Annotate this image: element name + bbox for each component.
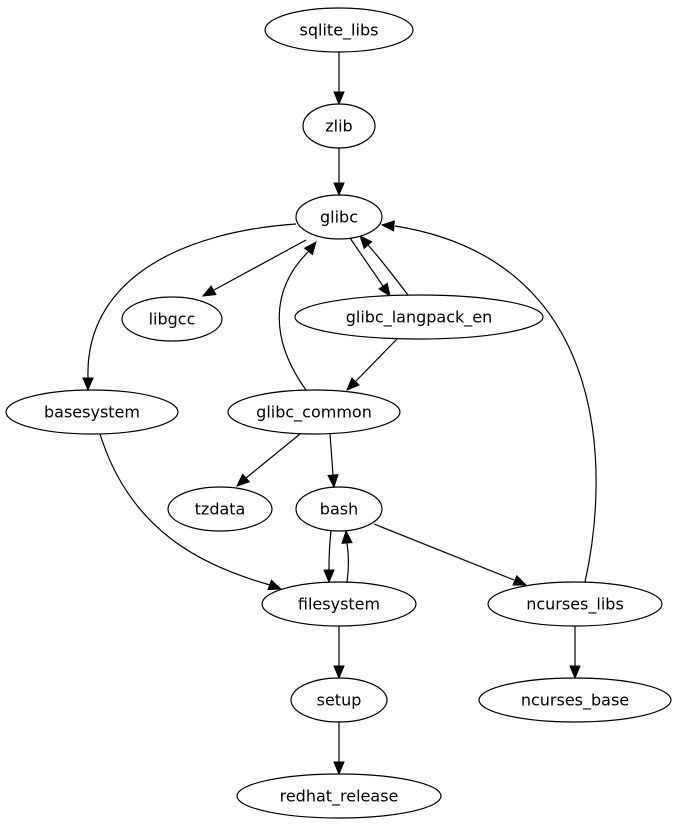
- arrowhead-icon: [569, 665, 581, 680]
- arrowhead-icon: [333, 761, 345, 776]
- edge-glibc-common-to-glibc: [278, 240, 317, 391]
- node-shape: [294, 294, 544, 340]
- arrowhead-icon: [359, 235, 373, 250]
- node-shape: [478, 677, 672, 723]
- edge-bash-to-ncurses-libs: [373, 523, 528, 586]
- edge-glibc-langpack-en-to-glibc: [359, 235, 409, 296]
- node-shape: [264, 7, 414, 53]
- edge-line: [346, 542, 350, 583]
- node-label: bash: [320, 500, 358, 519]
- edge-glibc-to-glibc-langpack-en: [349, 237, 391, 298]
- arrowhead-icon: [341, 529, 353, 544]
- edge-ncurses-libs-to-glibc: [380, 220, 597, 583]
- edges-layer: [82, 52, 597, 776]
- node-zlib[interactable]: zlib: [302, 103, 376, 149]
- node-shape: [121, 296, 223, 342]
- node-glibc[interactable]: glibc: [295, 194, 383, 240]
- node-filesystem[interactable]: filesystem: [261, 581, 417, 627]
- edge-line: [328, 530, 332, 571]
- node-shape: [5, 389, 179, 435]
- arrowhead-icon: [333, 182, 345, 197]
- arrowhead-icon: [303, 240, 317, 256]
- edge-line: [278, 251, 309, 391]
- node-ncurses-libs[interactable]: ncurses_libs: [487, 581, 663, 627]
- edge-line: [366, 243, 409, 296]
- node-setup[interactable]: setup: [290, 677, 388, 723]
- node-label: glibc_langpack_en: [346, 308, 493, 328]
- edge-filesystem-to-setup: [333, 626, 345, 680]
- edge-setup-to-redhat-release: [333, 722, 345, 776]
- node-shape: [236, 773, 442, 819]
- edge-glibc-to-libgcc: [201, 239, 307, 297]
- node-shape: [302, 103, 376, 149]
- arrowhead-icon: [201, 284, 217, 297]
- arrowhead-icon: [378, 282, 391, 298]
- edge-line: [87, 223, 297, 379]
- node-label: ncurses_base: [521, 691, 629, 711]
- arrowhead-icon: [512, 574, 528, 586]
- edge-glibc-common-to-tzdata: [236, 433, 301, 487]
- edge-glibc-to-basesystem: [82, 223, 297, 392]
- arrowhead-icon: [267, 579, 283, 591]
- edge-line: [394, 225, 597, 583]
- node-shape: [290, 677, 388, 723]
- edge-line: [355, 338, 398, 382]
- node-tzdata[interactable]: tzdata: [167, 486, 273, 532]
- arrowhead-icon: [236, 473, 251, 487]
- node-glibc-common[interactable]: glibc_common: [227, 389, 401, 435]
- node-label: basesystem: [44, 403, 140, 422]
- edge-zlib-to-glibc: [333, 148, 345, 197]
- node-shape: [295, 486, 383, 532]
- edge-line: [373, 523, 515, 581]
- edge-line: [349, 237, 384, 287]
- arrowhead-icon: [346, 377, 360, 391]
- node-shape: [167, 486, 273, 532]
- arrowhead-icon: [82, 377, 94, 392]
- edge-line: [213, 239, 307, 291]
- node-sqlite-libs[interactable]: sqlite_libs: [264, 7, 414, 53]
- edge-line: [99, 433, 271, 586]
- edge-line: [245, 433, 301, 479]
- node-shape: [295, 194, 383, 240]
- edge-line: [329, 433, 334, 476]
- node-label: glibc_common: [256, 403, 372, 423]
- node-label: zlib: [325, 117, 352, 136]
- node-bash[interactable]: bash: [295, 486, 383, 532]
- arrowhead-icon: [327, 474, 339, 489]
- node-libgcc[interactable]: libgcc: [121, 296, 223, 342]
- arrowhead-icon: [333, 91, 345, 106]
- arrowhead-icon: [333, 665, 345, 680]
- node-label: setup: [317, 691, 362, 710]
- node-redhat-release[interactable]: redhat_release: [236, 773, 442, 819]
- node-glibc-langpack-en[interactable]: glibc_langpack_en: [294, 294, 544, 340]
- node-basesystem[interactable]: basesystem: [5, 389, 179, 435]
- node-ncurses-base[interactable]: ncurses_base: [478, 677, 672, 723]
- edge-bash-to-filesystem: [323, 530, 335, 584]
- arrowhead-icon: [380, 220, 395, 232]
- edge-sqlite-libs-to-zlib: [333, 52, 345, 106]
- edge-filesystem-to-bash: [341, 529, 353, 583]
- edge-glibc-common-to-bash: [327, 433, 339, 489]
- node-shape: [261, 581, 417, 627]
- node-label: filesystem: [298, 595, 380, 614]
- node-shape: [487, 581, 663, 627]
- node-label: redhat_release: [280, 787, 399, 807]
- node-label: ncurses_libs: [526, 595, 624, 615]
- node-label: glibc: [320, 208, 358, 227]
- node-label: libgcc: [149, 310, 196, 329]
- node-label: sqlite_libs: [300, 21, 379, 41]
- edge-ncurses-libs-to-ncurses-base: [569, 626, 581, 680]
- edge-glibc-langpack-en-to-glibc-common: [346, 338, 398, 391]
- edge-basesystem-to-filesystem: [99, 433, 283, 591]
- node-shape: [227, 389, 401, 435]
- node-label: tzdata: [195, 500, 246, 519]
- arrowhead-icon: [323, 569, 335, 584]
